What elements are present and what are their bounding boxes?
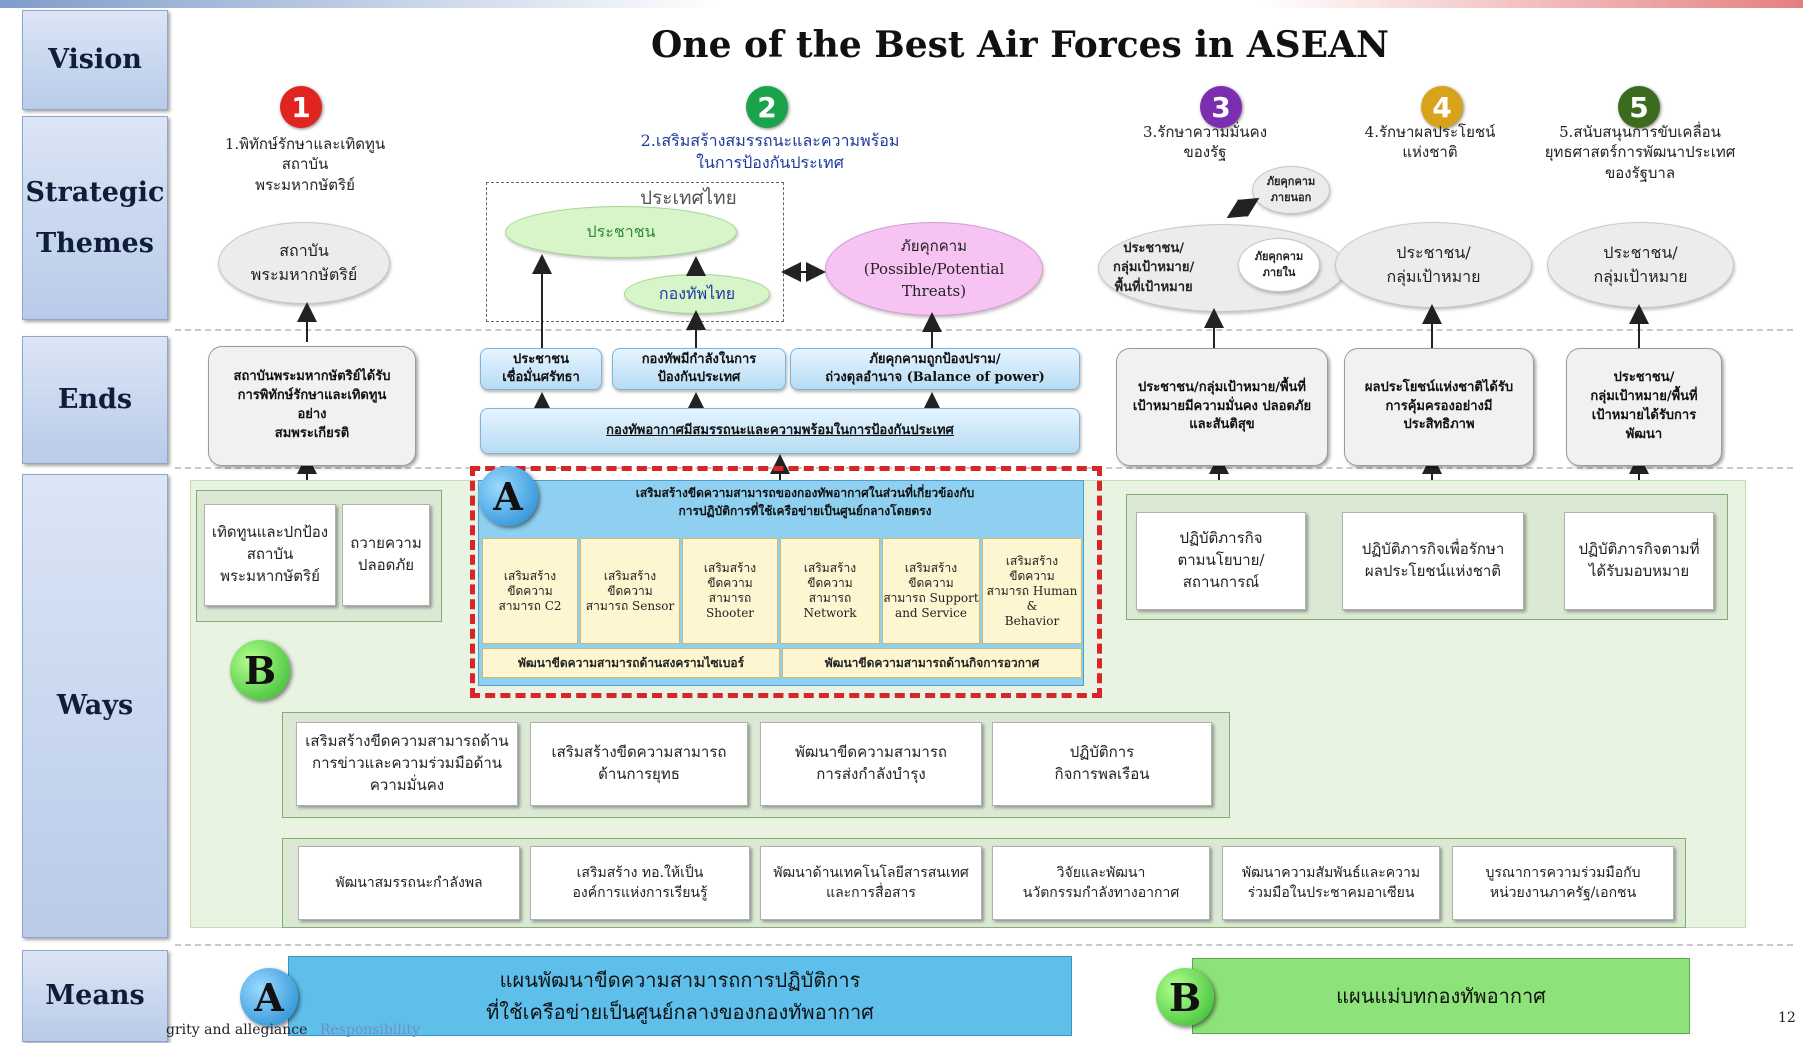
theme-4-number: 4 <box>1421 86 1463 128</box>
theme-5-title: 5.สนับสนุนการขับเคลื่อนยุทธศาสตร์การพัฒน… <box>1544 123 1736 182</box>
monarchy-ellipse: สถาบัน พระมหากษัตริย์ <box>218 222 390 304</box>
footer-text: grity and allegiance Responsibility <box>166 1022 420 1038</box>
way-assigned-mission: ปฏิบัติภารกิจตามที่ ได้รับมอบหมาย <box>1564 512 1714 610</box>
means-b-text: แผนแม่บทกองทัพอากาศ <box>1336 984 1546 1008</box>
theme-2-number: 2 <box>746 86 788 128</box>
way-national-interest-mission: ปฏิบัติภารกิจเพื่อรักษา ผลประโยชน์แห่งชา… <box>1342 512 1524 610</box>
end-armed-forces-box: กองทัพมีกำลังในการ ป้องกันประเทศ <box>612 348 786 390</box>
end-people-trust-box: ประชาชน เชื่อมั่นศรัทธา <box>480 348 602 390</box>
way-research: วิจัยและพัฒนา นวัตกรรมกำลังทางอากาศ <box>992 846 1210 920</box>
way-asean: พัฒนาความสัมพันธ์และความ ร่วมมือในประชาค… <box>1222 846 1440 920</box>
means-label-a: A <box>240 968 298 1026</box>
separator <box>175 329 1793 331</box>
top-decoration <box>0 0 1803 8</box>
theme-2-title: 2.เสริมสร้างสมรรถนะและความพร้อมในการป้อง… <box>640 131 900 172</box>
ways-label-b: B <box>230 640 290 700</box>
ways-label-a: A <box>478 466 538 526</box>
means-a-box: แผนพัฒนาขีดความสามารถการปฏิบัติการ ที่ใช… <box>288 956 1072 1036</box>
theme-3-number: 3 <box>1200 86 1242 128</box>
cyber-warfare-box: พัฒนาขีดความสามารถด้านสงครามไซเบอร์ <box>482 648 780 678</box>
end-development-box: ประชาชน/ กลุ่มเป้าหมาย/พื้นที่ เป้าหมายไ… <box>1566 348 1722 466</box>
row-label-ways: Ways <box>22 474 168 938</box>
row-label-ends: Ends <box>22 336 168 464</box>
end-air-force-main-box: กองทัพอากาศมีสมรรถนะและความพร้อมในการป้อ… <box>480 408 1080 454</box>
capability-shooter: เสริมสร้าง ขีดความ สามารถ Shooter <box>682 538 778 644</box>
footer-link[interactable]: Responsibility <box>319 1022 420 1038</box>
vision-title: One of the Best Air Forces in ASEAN <box>651 24 1389 66</box>
separator <box>175 944 1793 946</box>
way-operations: เสริมสร้างขีดความสามารถ ด้านการยุทธ <box>530 722 748 806</box>
way-policy-mission: ปฏิบัติภารกิจ ตามนโยบาย/ สถานการณ์ <box>1136 512 1306 610</box>
people-ellipse: ประชาชน <box>505 206 737 258</box>
way-civil-affairs: ปฏิบัติการ กิจการพลเรือน <box>992 722 1212 806</box>
end-security-box: ประชาชน/กลุ่มเป้าหมาย/พื้นที่ เป้าหมายมี… <box>1116 348 1328 466</box>
capability-human: เสริมสร้าง ขีดความ สามารถ Human & Behavi… <box>982 538 1082 644</box>
threats-ellipse: ภัยคุกคาม (Possible/Potential Threats) <box>825 222 1043 316</box>
target-5-ellipse: ประชาชน/ กลุ่มเป้าหมาย <box>1547 222 1734 308</box>
way-personnel: พัฒนาสมรรถนะกำลังพล <box>298 846 520 920</box>
footer-values: grity and allegiance <box>166 1022 308 1038</box>
capability-sensor: เสริมสร้าง ขีดความ สามารถ Sensor <box>580 538 680 644</box>
theme-5-number: 5 <box>1618 86 1660 128</box>
way-royal-security: ถวายความ ปลอดภัย <box>342 504 430 606</box>
theme-3-title: 3.รักษาความมั่นคงของรัฐ <box>1142 123 1268 162</box>
armed-forces-ellipse: กองทัพไทย <box>624 274 770 314</box>
means-b-box: แผนแม่บทกองทัพอากาศ <box>1192 958 1690 1034</box>
theme-1-title: 1.พิทักษ์รักษาและเทิดทูนสถาบันพระมหากษัต… <box>224 135 386 194</box>
way-intelligence: เสริมสร้างขีดความสามารถด้าน การข่าวและคว… <box>296 722 518 806</box>
space-affairs-box: พัฒนาขีดความสามารถด้านกิจการอวกาศ <box>782 648 1082 678</box>
end-national-interest-box: ผลประโยชน์แห่งชาติได้รับ การคุ้มครองอย่า… <box>1344 348 1534 466</box>
theme-4-title: 4.รักษาผลประโยชน์แห่งชาติ <box>1364 123 1496 162</box>
means-a-text: แผนพัฒนาขีดความสามารถการปฏิบัติการ ที่ใช… <box>486 968 874 1024</box>
row-label-vision: Vision <box>22 10 168 110</box>
row-label-means: Means <box>22 950 168 1042</box>
theme-1-number: 1 <box>280 86 322 128</box>
capability-network: เสริมสร้าง ขีดความ สามารถ Network <box>780 538 880 644</box>
thailand-box <box>486 182 784 322</box>
external-threat-ellipse: ภัยคุกคาม ภายนอก <box>1252 166 1330 214</box>
thailand-box-label: ประเทศไทย <box>640 187 737 209</box>
capability-support: เสริมสร้าง ขีดความ สามารถ Support and Se… <box>882 538 980 644</box>
way-logistics: พัฒนาขีดความสามารถ การส่งกำลังบำรุง <box>760 722 982 806</box>
end-monarchy-box: สถาบันพระมหากษัตริย์ได้รับ การพิทักษ์รัก… <box>208 346 416 466</box>
way-learning-org: เสริมสร้าง ทอ.ให้เป็น องค์การแห่งการเรีย… <box>530 846 750 920</box>
way-protect-monarchy: เทิดทูนและปกป้อง สถาบัน พระมหากษัตริย์ <box>204 504 336 606</box>
means-label-b: B <box>1156 968 1214 1026</box>
network-centric-group <box>470 466 1102 698</box>
internal-threat-ellipse: ภัยคุกคาม ภายใน <box>1238 238 1320 292</box>
end-threats-box: ภัยคุกคามถูกป้องปราม/ ถ่วงดุลอำนาจ (Bala… <box>790 348 1080 390</box>
network-centric-header: เสริมสร้างขีดความสามารถของกองทัพอากาศในส… <box>635 486 975 518</box>
way-cooperation: บูรณาการความร่วมมือกับ หน่วยงานภาครัฐ/เอ… <box>1452 846 1674 920</box>
page-number: 12 <box>1778 1010 1796 1026</box>
capability-c2: เสริมสร้าง ขีดความ สามารถ C2 <box>482 538 578 644</box>
way-ict: พัฒนาด้านเทคโนโลยีสารสนเทศ และการสื่อสาร <box>760 846 982 920</box>
